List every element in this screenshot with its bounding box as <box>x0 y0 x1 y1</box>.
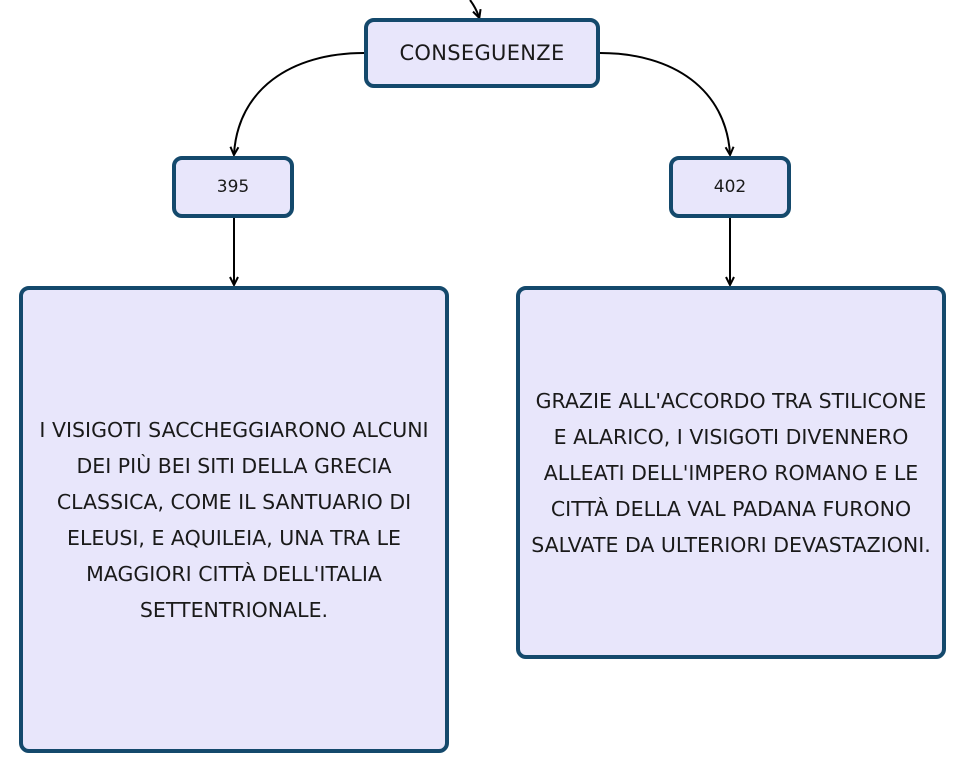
year-node-label: 395 <box>216 177 250 197</box>
year-node-402[interactable]: 402 <box>669 156 791 218</box>
year-node-label: 402 <box>713 177 747 197</box>
root-node-label: CONSEGUENZE <box>399 41 565 65</box>
year-node-395[interactable]: 395 <box>172 156 294 218</box>
detail-node-text: I VISIGOTI SACCHEGGIARONO ALCUNI DEI PIÙ… <box>39 417 429 622</box>
root-node-conseguenze[interactable]: CONSEGUENZE <box>364 18 600 88</box>
incoming-connector <box>469 0 479 17</box>
detail-node-text: GRAZIE ALL'ACCORDO TRA STILICONE E ALARI… <box>531 388 931 557</box>
connector-root-to-402 <box>599 52 730 154</box>
detail-node-395[interactable]: I VISIGOTI SACCHEGGIARONO ALCUNI DEI PIÙ… <box>19 286 449 753</box>
detail-node-402[interactable]: GRAZIE ALL'ACCORDO TRA STILICONE E ALARI… <box>516 286 946 659</box>
connector-root-to-395 <box>234 52 365 154</box>
